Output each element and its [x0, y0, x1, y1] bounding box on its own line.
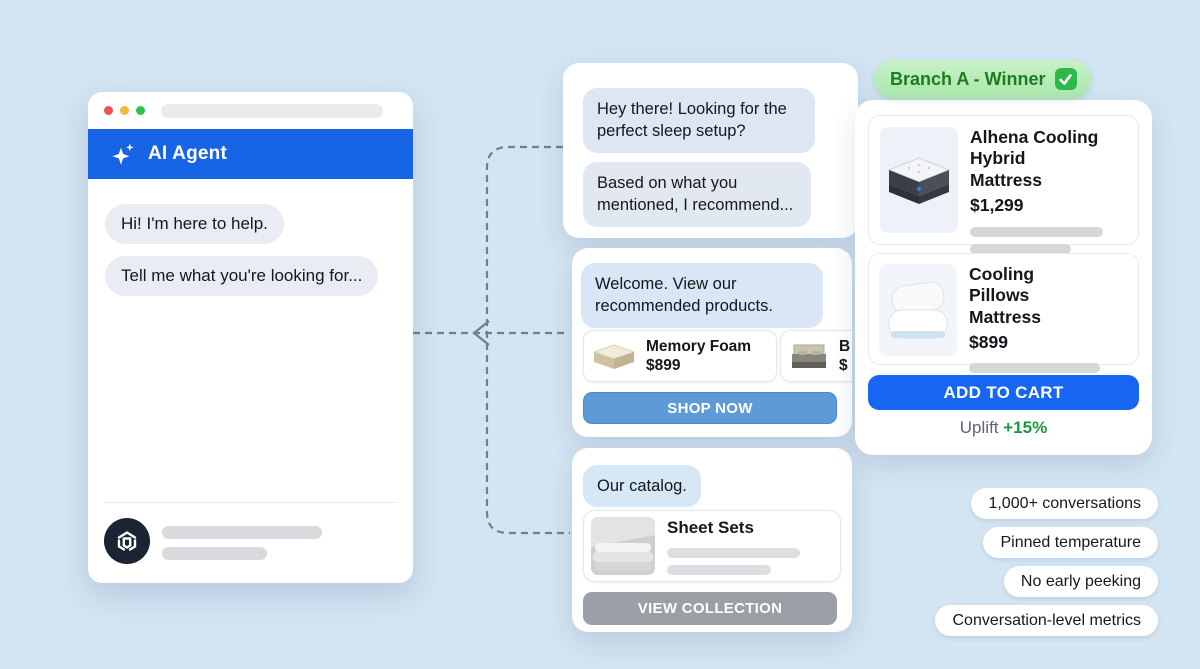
product-name: Memory Foam [646, 338, 752, 356]
cube-home-icon [117, 531, 137, 551]
cooling-mattress-image [880, 127, 958, 233]
sheet-sets-image [591, 517, 655, 575]
product-name: Cooling Pillows Mattress [969, 264, 1041, 327]
product-price: $1,299 [970, 195, 1024, 216]
product-price: $ [839, 356, 848, 374]
branch-recommend-card: Welcome. View our recommended products. … [572, 248, 852, 437]
agent-message: Hi! I'm here to help. [105, 204, 284, 245]
winner-badge-label: Branch A - Winner [890, 68, 1046, 89]
metric-pill-temperature: Pinned temperature [983, 527, 1158, 558]
product-card-memory-foam[interactable]: Memory Foam $899 [583, 330, 777, 382]
product-name: Sheet Sets [667, 518, 754, 538]
skeleton-bar [969, 363, 1100, 374]
metric-pill-peeking: No early peeking [1003, 566, 1158, 597]
product-price: $899 [646, 356, 681, 374]
metric-pill-conversations: 1,000+ conversations [971, 488, 1158, 519]
uplift-value: +15% [1003, 418, 1048, 437]
product-card-pillows[interactable]: Cooling Pillows Mattress $899 [868, 253, 1139, 391]
branch-catalog-card: Our catalog. Sheet Sets VIEW COLLECTION [572, 448, 852, 632]
close-window-button[interactable] [104, 106, 113, 115]
agent-window: AI Agent Hi! I'm here to help. Tell me w… [88, 92, 413, 583]
product-card-clipped[interactable]: B $ [780, 330, 852, 382]
skeleton-bar [667, 564, 771, 575]
product-name: Alhena Cooling Hybrid Mattress [970, 127, 1099, 190]
branch-arrow-icon [472, 320, 490, 346]
mattress-image [591, 336, 637, 376]
footer-divider [104, 502, 397, 503]
product-card-alhena[interactable]: Alhena Cooling Hybrid Mattress $1,299 [868, 115, 1139, 255]
shop-now-button[interactable]: SHOP NOW [583, 392, 837, 424]
agent-message: Tell me what you're looking for... [105, 256, 379, 297]
skeleton-bar [970, 244, 1071, 255]
chat-message: Our catalog. [583, 465, 701, 508]
uplift-label: Uplift [959, 418, 999, 437]
input-skeleton-bar [162, 526, 322, 539]
input-skeleton-bar [162, 547, 267, 560]
skeleton-bar [970, 227, 1103, 238]
checkmark-icon [1054, 68, 1077, 90]
sparkle-icon [110, 141, 137, 168]
view-collection-button[interactable]: VIEW COLLECTION [583, 592, 837, 625]
chat-message: Welcome. View our recommended products. [581, 263, 823, 328]
winner-badge: Branch A - Winner [874, 60, 1091, 98]
agent-title: AI Agent [148, 143, 228, 164]
chat-message: Based on what you mentioned, I recommend… [583, 162, 811, 227]
pillows-image [879, 264, 957, 356]
uplift-metric: Uplift +15% [855, 418, 1152, 438]
minimize-window-button[interactable] [120, 106, 129, 115]
maximize-window-button[interactable] [136, 106, 145, 115]
product-price: $899 [969, 332, 1008, 353]
metric-pill-metrics: Conversation-level metrics [935, 605, 1158, 636]
product-card-sheet-sets[interactable]: Sheet Sets [583, 510, 841, 582]
chat-message: Hey there! Looking for the perfect sleep… [583, 88, 815, 153]
add-to-cart-button[interactable]: ADD TO CART [868, 375, 1139, 410]
browser-tab[interactable] [161, 104, 383, 118]
branch-top-card: Hey there! Looking for the perfect sleep… [563, 63, 858, 238]
skeleton-bar [667, 547, 800, 558]
agent-header: AI Agent [88, 129, 413, 179]
bed-image [788, 338, 830, 374]
window-titlebar [88, 92, 413, 129]
winner-card: Alhena Cooling Hybrid Mattress $1,299 Co… [855, 100, 1152, 455]
product-name: B [839, 338, 851, 356]
brand-logo [104, 518, 150, 564]
